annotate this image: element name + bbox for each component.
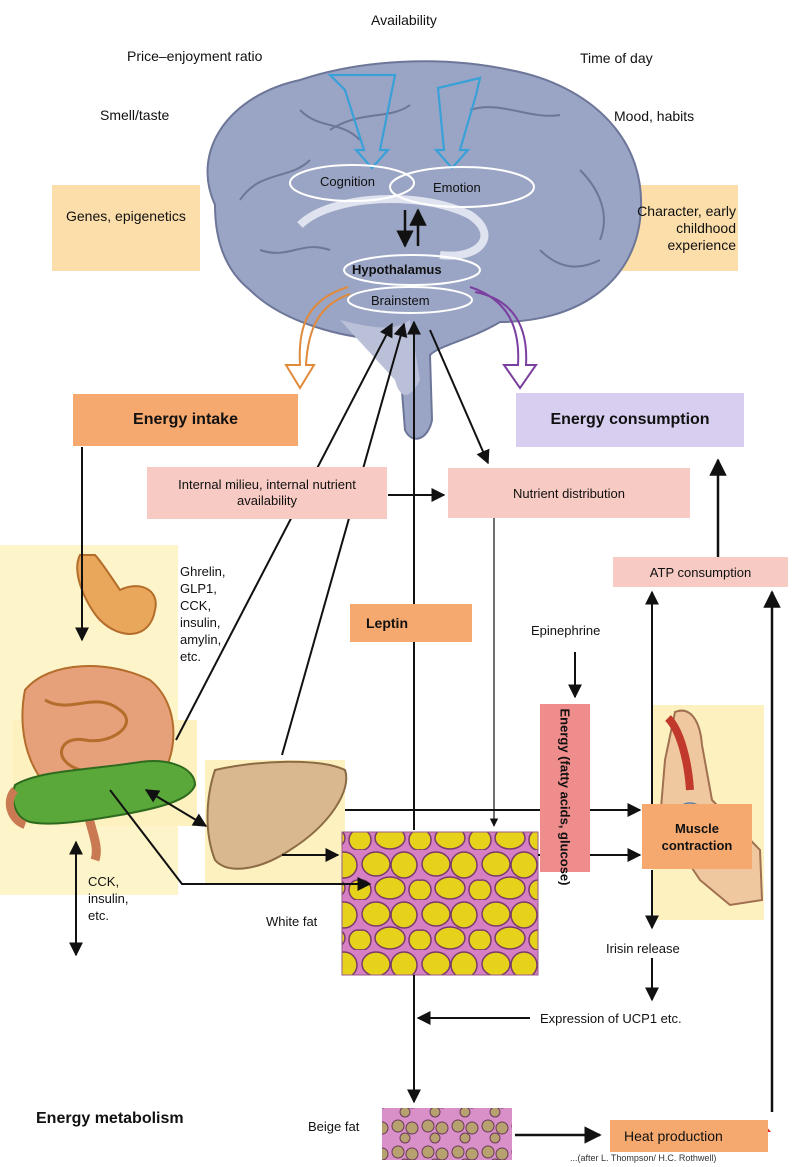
emotion-label: Emotion [433,179,481,196]
mood-habits-label: Mood, habits [614,108,694,125]
beige-fat-label: Beige fat [308,1118,359,1135]
epinephrine-label: Epinephrine [531,622,600,639]
smell-taste-label: Smell/taste [100,107,169,124]
brain-illustration [208,61,642,438]
energy-fa-glucose-box: Energy (fatty acids, glucose) [540,704,590,872]
white-fat-tissue [342,832,538,975]
credit-label: ...(after L. Thompson/ H.C. Rothwell) [570,1150,716,1167]
atp-consumption-box: ATP consumption [613,557,788,587]
genes-label: Genes, epigenetics [66,208,186,225]
brainstem-label: Brainstem [371,292,430,309]
energy-metabolism-label: Energy metabolism [36,1110,184,1127]
gut-hormones-label: Ghrelin, GLP1, CCK, insulin, amylin, etc… [180,563,240,665]
pancreas-hormones-label: CCK, insulin, etc. [88,873,138,924]
hypothalamus-label: Hypothalamus [352,261,442,278]
energy-intake-box: Energy intake [73,394,298,446]
time-of-day-label: Time of day [580,50,653,67]
genes-panel [52,185,200,271]
beige-fat-tissue [382,1108,512,1160]
ucp1-label: Expression of UCP1 etc. [540,1010,682,1027]
nutrient-distribution-box: Nutrient distribution [448,468,690,518]
price-label: Price–enjoyment ratio [127,48,262,65]
cognition-label: Cognition [320,173,375,190]
character-label: Character, early childhood experience [604,203,736,254]
energy-consumption-box: Energy consumption [516,393,744,447]
leptin-box: Leptin [350,604,472,642]
energy-fa-glucose-label: Energy (fatty acids, glucose) [558,708,573,868]
internal-milieu-box: Internal milieu, internal nutrient avail… [147,467,387,519]
heat-production-box: Heat production [610,1120,768,1152]
white-fat-label: White fat [266,913,317,930]
irisin-release-label: Irisin release [606,940,680,957]
muscle-contraction-box: Muscle contraction [642,804,752,869]
availability-label: Availability [371,12,437,29]
